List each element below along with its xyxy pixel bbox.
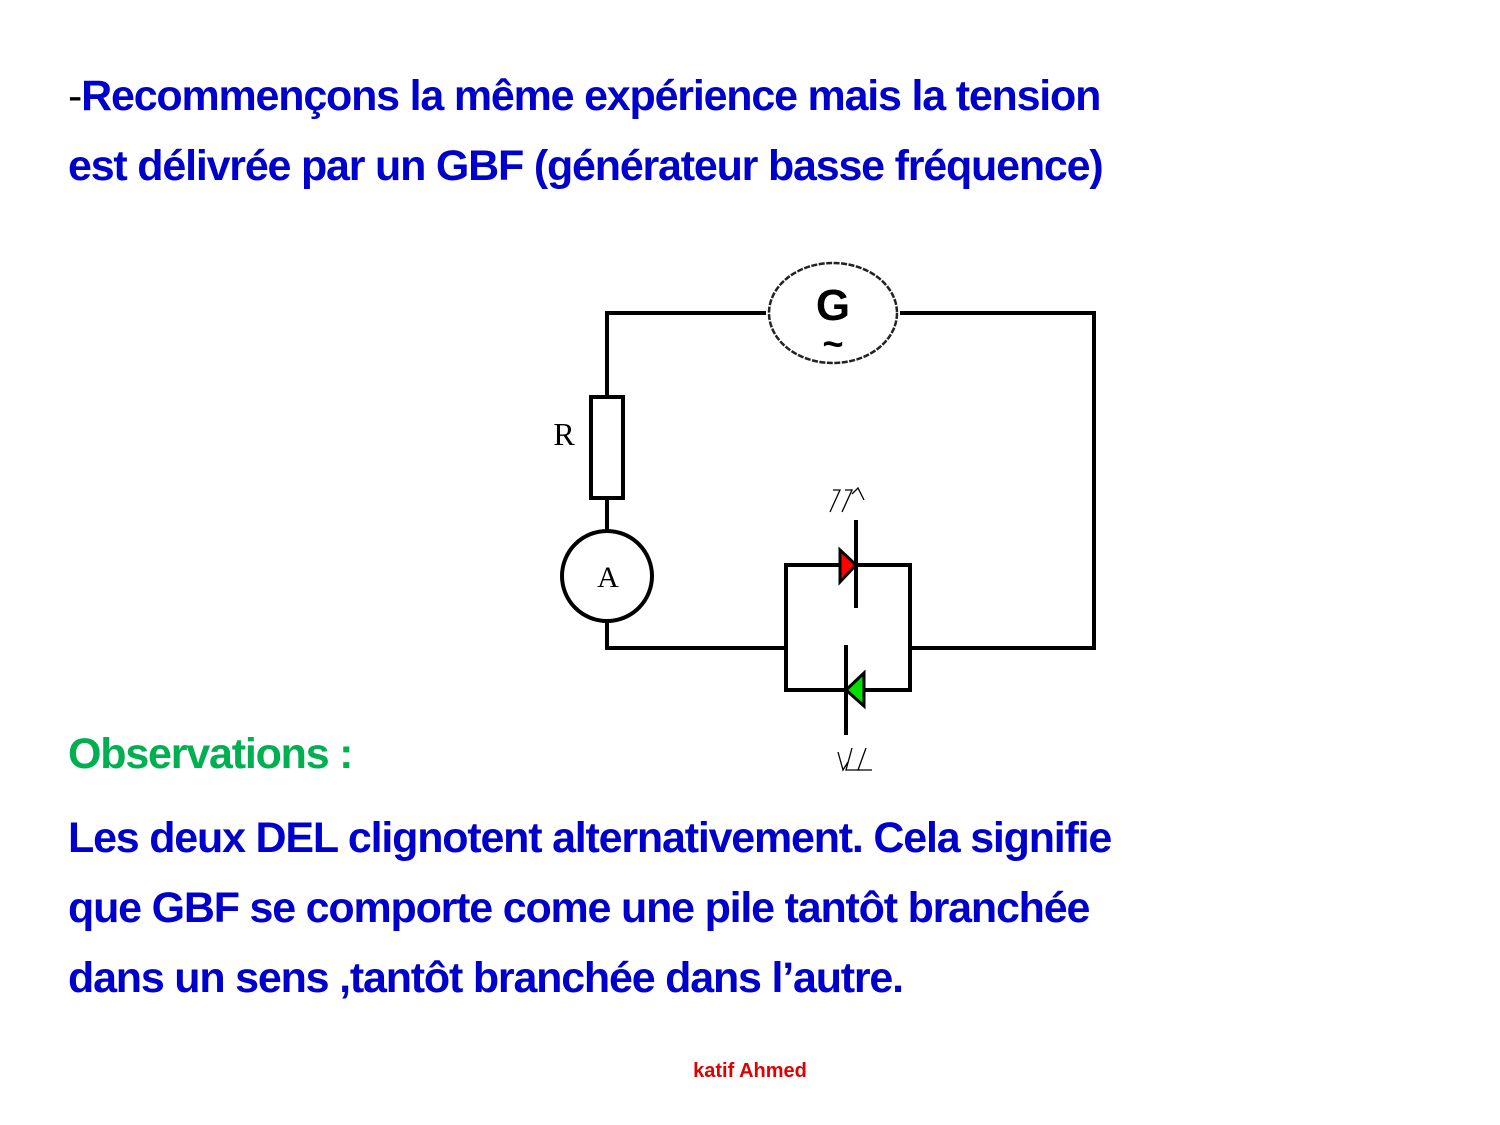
green-led-triangle: [843, 669, 866, 710]
observation-line-2: que GBF se comporte come une pile tantôt…: [68, 884, 1090, 932]
title-line-1: -Recommençons la même expérience mais la…: [68, 72, 1101, 121]
author-footer: katif Ahmed: [693, 1060, 807, 1082]
observations-heading: Observations :: [68, 730, 353, 778]
green-led: [837, 645, 872, 772]
red-led: [829, 486, 865, 608]
ammeter-label: A: [597, 561, 619, 594]
wire-top-right: [900, 311, 1096, 650]
resistor: [589, 395, 625, 500]
observation-line-3: dans un sens ,tantôt branchée dans l’aut…: [68, 954, 904, 1002]
red-led-triangle: [838, 546, 859, 586]
title-dash: -: [68, 72, 82, 120]
light-emission-arrows-icon: [829, 486, 865, 513]
light-emission-arrows-icon: [837, 747, 872, 772]
ammeter: [560, 529, 654, 623]
wire-bottom-left: [605, 621, 786, 650]
wire-top-left: [605, 311, 766, 397]
generator: [767, 261, 899, 365]
title-text-1: Recommençons la même expérience mais la …: [81, 72, 1101, 120]
generator-label: G: [816, 281, 850, 330]
observation-line-1: Les deux DEL clignotent alternativement.…: [68, 814, 1112, 862]
resistor-label: R: [553, 416, 575, 452]
led-branch-box: [784, 563, 912, 692]
title-line-2: est délivrée par un GBF (générateur bass…: [68, 142, 1104, 190]
generator-ac-symbol: ~: [822, 323, 843, 364]
